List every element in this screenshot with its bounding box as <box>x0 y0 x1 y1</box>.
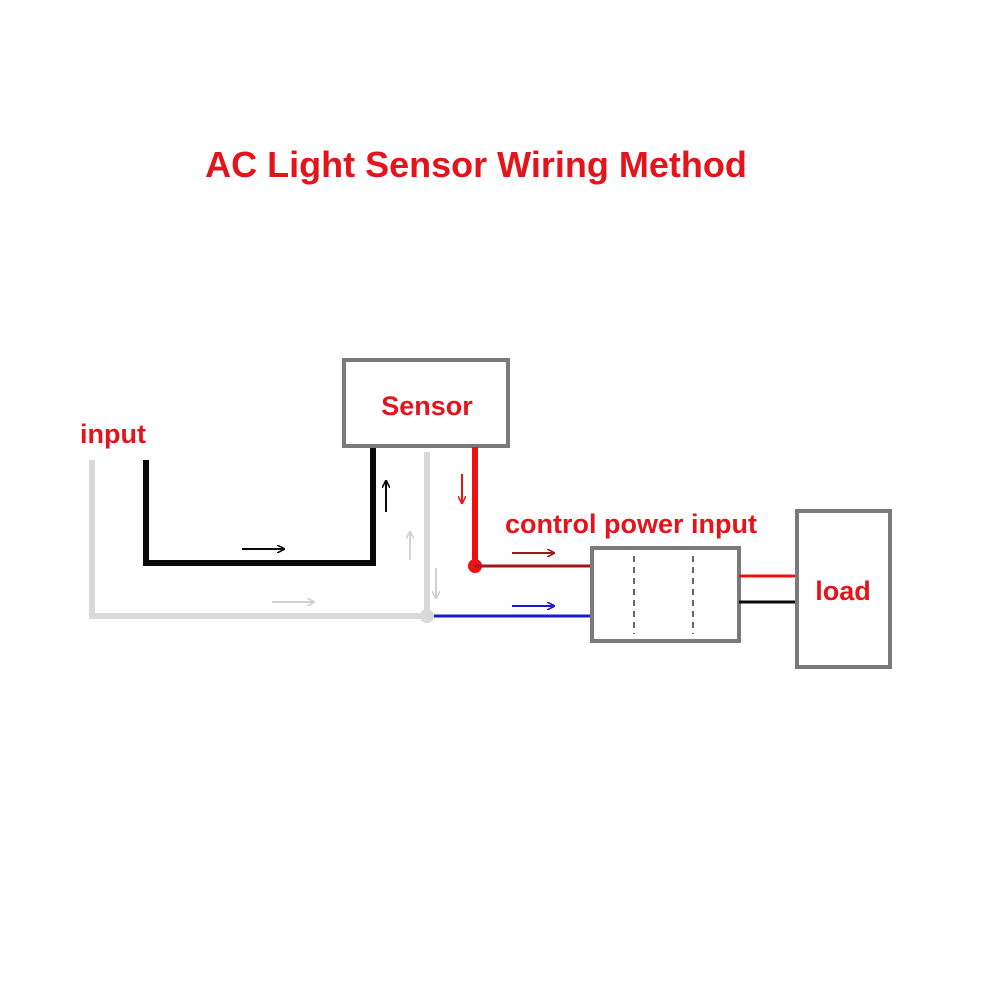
relay-box <box>590 546 741 643</box>
control-power-input-label: control power input <box>505 509 757 539</box>
sensor-label: Sensor <box>381 391 473 421</box>
input-label: input <box>80 419 146 449</box>
neutral-wire <box>89 452 430 619</box>
live-wire <box>143 445 376 566</box>
load-box <box>795 509 892 669</box>
neutral-junction <box>420 609 434 623</box>
sensor-box <box>342 358 510 448</box>
diagram-title: AC Light Sensor Wiring Method <box>205 144 747 185</box>
load-label: load <box>815 576 871 606</box>
